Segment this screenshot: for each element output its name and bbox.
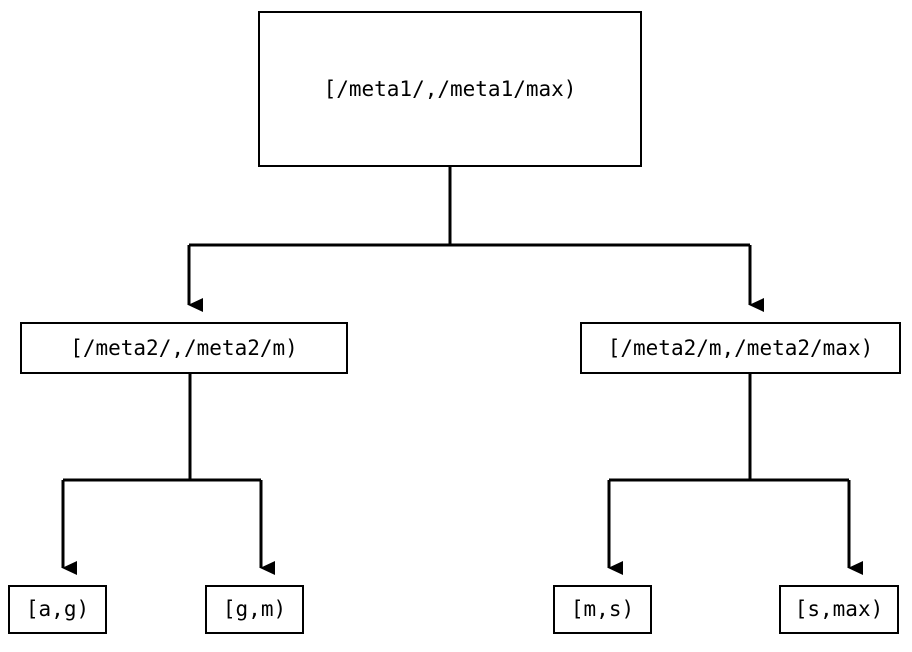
- tree-node-mid-left-label: [/meta2/,/meta2/m): [70, 335, 298, 360]
- tree-node-leaf-ag-label: [a,g): [25, 597, 90, 621]
- tree-node-leaf-ms-label: [m,s): [570, 597, 635, 621]
- tree-node-mid-right[interactable]: [/meta2/m,/meta2/max): [580, 322, 901, 374]
- tree-node-leaf-smax-label: [s,max): [794, 597, 884, 621]
- tree-node-leaf-gm-label: [g,m): [222, 597, 287, 621]
- tree-node-root-label: [/meta1/,/meta1/max): [323, 76, 577, 101]
- tree-node-leaf-gm[interactable]: [g,m): [205, 585, 304, 634]
- tree-node-root[interactable]: [/meta1/,/meta1/max): [258, 11, 642, 167]
- tree-node-mid-right-label: [/meta2/m,/meta2/max): [607, 335, 874, 360]
- tree-node-leaf-ag[interactable]: [a,g): [8, 585, 107, 634]
- tree-node-leaf-ms[interactable]: [m,s): [553, 585, 652, 634]
- tree-node-leaf-smax[interactable]: [s,max): [779, 585, 899, 634]
- tree-node-mid-left[interactable]: [/meta2/,/meta2/m): [20, 322, 348, 374]
